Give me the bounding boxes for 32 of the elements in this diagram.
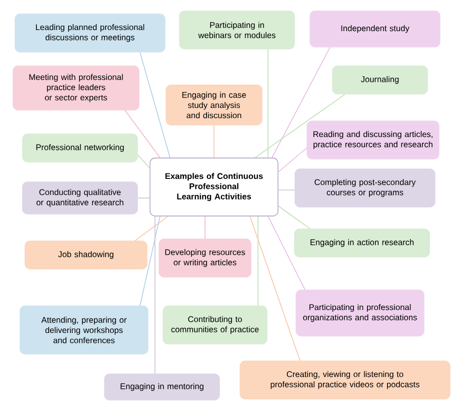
connector-line [278,148,308,172]
process-box: Professional networking [22,134,138,162]
connector-line [250,216,300,362]
process-box: Journaling [332,66,428,94]
process-box: Engaging in case study analysis and discussion [166,84,262,126]
process-box: Developing resources or writing articles [158,238,252,278]
connector-line [278,206,310,230]
process-box: Creating, viewing or listening to professional practice videos or podcasts [240,360,450,400]
process-box: Engaging in action research [294,228,430,258]
process-box: Meeting with professional practice leaders or sector experts [12,66,140,110]
process-box: Attending, preparing or delivering workshops and conferences [20,306,148,354]
connector-line [204,216,206,240]
connector-line [154,216,156,374]
connector-line [124,110,160,158]
process-box: Completing post-secondary courses or programs [294,168,436,208]
process-box: Job shadowing [24,240,148,270]
process-box: Leading planned professional discussions or meetings [14,14,166,52]
connector-line [268,216,306,290]
process-box: Engaging in mentoring [104,374,220,400]
connector-line [134,216,168,242]
process-box: Participating in webinars or modules [179,10,295,50]
connector-line [254,94,346,158]
process-box: Contributing to communities of practice [162,306,268,344]
process-box: Participating in professional organizations and associations [296,290,424,336]
central-topic-box: Examples of Continuous Professional Learning Activities [150,158,278,216]
process-box: Independent study [310,10,440,48]
connector-line [140,52,170,158]
connector-line [140,216,160,306]
process-box: Reading and discussing articles, practice resources and research [306,120,440,160]
connector-line [272,46,330,158]
connector-line [137,154,150,168]
process-box: Conducting qualitative or quantitative research [22,182,138,214]
